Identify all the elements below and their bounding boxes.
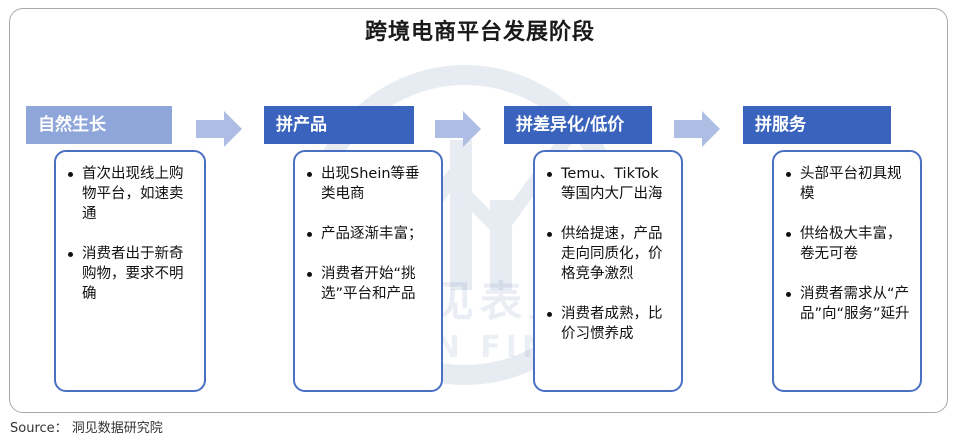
diagram-frame bbox=[9, 8, 948, 413]
stage-4-box: 头部平台初具规模 供给极大丰富，卷无可卷 消费者需求从“产品”向“服务”延升 bbox=[772, 150, 922, 392]
arrow-right-icon bbox=[435, 111, 481, 147]
stage-2-bullet-1: 出现Shein等垂类电商 bbox=[307, 164, 431, 204]
diagram-title: 跨境电商平台发展阶段 bbox=[364, 20, 595, 45]
stage-3-bullets: Temu、TikTok等国内大厂出海 供给提速，产品走向同质化，价格竞争激烈 消… bbox=[547, 164, 671, 344]
stage-4-bullets: 头部平台初具规模 供给极大丰富，卷无可卷 消费者需求从“产品”向“服务”延升 bbox=[786, 164, 910, 324]
stage-1-box: 首次出现线上购物平台，如速卖通 消费者出于新奇购物，要求不明确 bbox=[54, 150, 206, 392]
stage-2-header: 拼产品 bbox=[264, 106, 414, 144]
stage-4-header: 拼服务 bbox=[743, 106, 891, 144]
stage-1-bullet-2: 消费者出于新奇购物，要求不明确 bbox=[68, 244, 194, 304]
stage-2-box: 出现Shein等垂类电商 产品逐渐丰富； 消费者开始“挑选”平台和产品 bbox=[293, 150, 443, 392]
source-note: Source： 洞见数据研究院 bbox=[10, 421, 163, 436]
stage-1-bullets: 首次出现线上购物平台，如速卖通 消费者出于新奇购物，要求不明确 bbox=[68, 164, 194, 304]
stage-1-header: 自然生长 bbox=[26, 106, 172, 144]
stage-2-bullet-3: 消费者开始“挑选”平台和产品 bbox=[307, 264, 431, 304]
stage-3-bullet-1: Temu、TikTok等国内大厂出海 bbox=[547, 164, 671, 204]
arrow-right-icon bbox=[674, 111, 720, 147]
arrow-right-icon bbox=[196, 111, 242, 147]
stage-2-bullet-2: 产品逐渐丰富； bbox=[307, 224, 431, 244]
stage-3-box: Temu、TikTok等国内大厂出海 供给提速，产品走向同质化，价格竞争激烈 消… bbox=[533, 150, 683, 392]
stage-3-header: 拼差异化/低价 bbox=[504, 106, 652, 144]
stage-3-bullet-3: 消费者成熟，比价习惯养成 bbox=[547, 304, 671, 344]
stage-2-bullets: 出现Shein等垂类电商 产品逐渐丰富； 消费者开始“挑选”平台和产品 bbox=[307, 164, 431, 304]
stage-1-bullet-1: 首次出现线上购物平台，如速卖通 bbox=[68, 164, 194, 224]
stage-4-bullet-3: 消费者需求从“产品”向“服务”延升 bbox=[786, 284, 910, 324]
stage-3-bullet-2: 供给提速，产品走向同质化，价格竞争激烈 bbox=[547, 224, 671, 284]
stage-4-bullet-1: 头部平台初具规模 bbox=[786, 164, 910, 204]
stage-4-bullet-2: 供给极大丰富，卷无可卷 bbox=[786, 224, 910, 264]
